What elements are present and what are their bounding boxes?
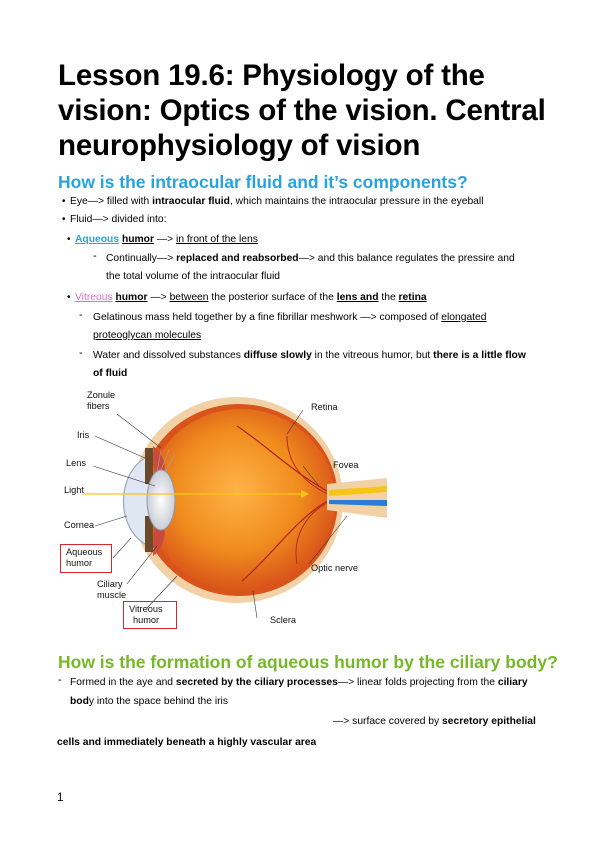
page-title: Lesson 19.6: Physiology of the vision: O… bbox=[58, 59, 546, 162]
label-cornea: Cornea bbox=[64, 520, 95, 530]
label-retina: Retina bbox=[311, 402, 338, 412]
vitreous-sub2-line2: of fluid bbox=[93, 368, 128, 379]
lens bbox=[146, 469, 176, 531]
bullet-fluid: Fluid—> divided into: bbox=[62, 213, 166, 226]
aqueous-humor-highlight bbox=[60, 544, 112, 573]
vitreous-sub1-line2: proteoglycan molecules bbox=[93, 330, 202, 341]
label-iris: Iris bbox=[77, 430, 90, 440]
vitreous-humor-highlight bbox=[123, 601, 177, 629]
aqueous-sub-line2: the total volume of the intraocular flui… bbox=[106, 271, 281, 282]
label-optic-nerve: Optic nerve bbox=[311, 563, 358, 573]
bullet-vitreous: Vitreous humor —> between the posterior … bbox=[67, 291, 427, 304]
bullet-eye: Eye—> filled with intraocular fluid, whi… bbox=[62, 195, 483, 208]
label-zonule: Zonule bbox=[87, 390, 116, 400]
formation-line3: —> surface covered by secretory epitheli… bbox=[333, 716, 536, 727]
label-fibers: fibers bbox=[87, 401, 110, 411]
formation-line2: body into the space behind the iris bbox=[70, 696, 228, 707]
label-ciliary: Ciliary bbox=[97, 579, 123, 589]
label-ciliary-muscle: muscle bbox=[97, 590, 127, 600]
label-lens: Lens bbox=[66, 458, 86, 468]
dash-marker: - bbox=[93, 250, 97, 262]
aqueous-sub-line1: Continually—> replaced and reabsorbed—> … bbox=[106, 253, 515, 264]
eye-illustration bbox=[83, 397, 387, 619]
vitreous-sub1-line1: Gelatinous mass held together by a fine … bbox=[93, 312, 487, 323]
section-heading-intraocular-fluid: How is the intraocular fluid and it’s co… bbox=[58, 172, 468, 192]
vitreous-sub2-line1: Water and dissolved substances diffuse s… bbox=[93, 350, 526, 361]
bullet-aqueous: Aqueous humor —> in front of the lens bbox=[67, 233, 258, 246]
label-vitreous: Vitreous bbox=[129, 604, 163, 614]
label-vitreous-humor: humor bbox=[133, 615, 160, 625]
dash-marker: - bbox=[79, 347, 83, 359]
formation-line1: Formed in the aye and secreted by the ci… bbox=[70, 677, 528, 688]
label-aqueous: Aqueous bbox=[66, 547, 103, 557]
vitreous-body bbox=[147, 409, 335, 591]
eye-anatomy-figure: Zonule fibers Iris Lens Light Cornea Aqu… bbox=[57, 386, 387, 632]
label-sclera: Sclera bbox=[270, 615, 297, 625]
label-aqueous-humor: humor bbox=[66, 558, 93, 568]
label-fovea: Fovea bbox=[333, 460, 359, 470]
dash-marker: - bbox=[58, 674, 62, 686]
page-number: 1 bbox=[57, 792, 64, 804]
formation-line4: cells and immediately beneath a highly v… bbox=[57, 737, 317, 748]
cornea bbox=[122, 455, 150, 547]
label-light: Light bbox=[64, 485, 84, 495]
iris bbox=[145, 448, 153, 484]
dash-marker: - bbox=[79, 309, 83, 321]
section-heading-aqueous-formation: How is the formation of aqueous humor by… bbox=[58, 652, 558, 672]
